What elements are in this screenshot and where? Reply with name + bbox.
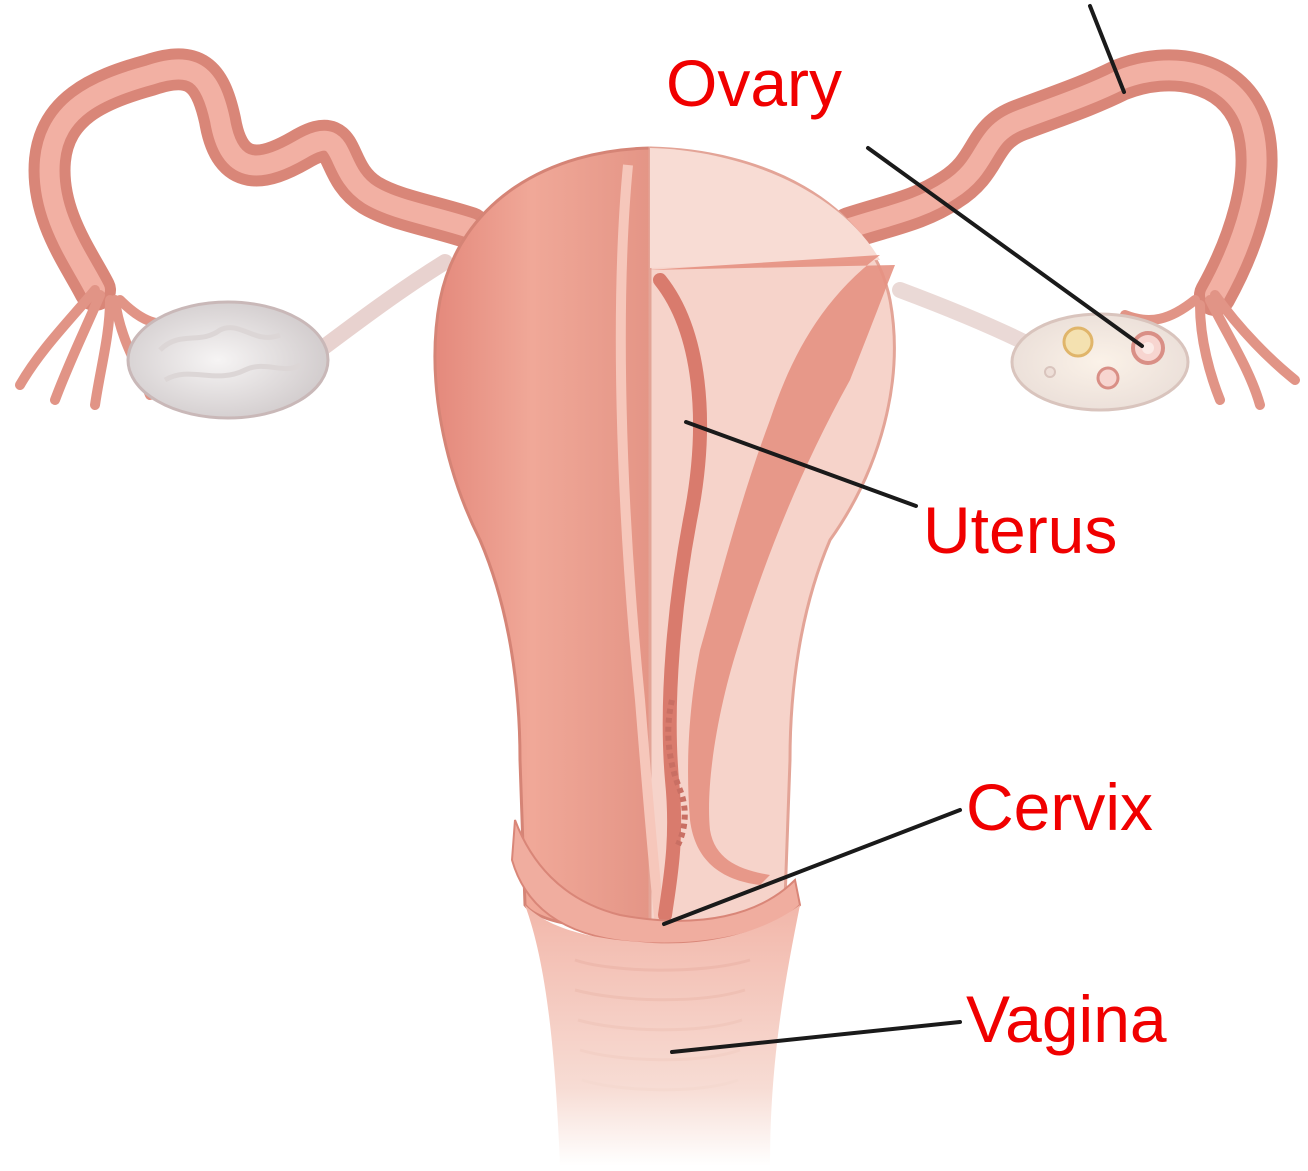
vagina [525,905,800,1166]
label-cervix: Cervix [966,774,1153,840]
leader-line-ovary [868,148,1142,346]
fallopian-tube-right [850,70,1257,295]
ovary-right [1012,314,1188,410]
label-vagina: Vagina [966,986,1167,1052]
ovary-left [128,302,328,418]
label-ovary: Ovary [666,50,842,116]
uterus [435,148,895,930]
fallopian-tube-left [50,69,470,290]
label-uterus: Uterus [923,497,1117,563]
ovarian-ligament-left [320,262,445,350]
ovarian-ligament-right [900,290,1030,345]
